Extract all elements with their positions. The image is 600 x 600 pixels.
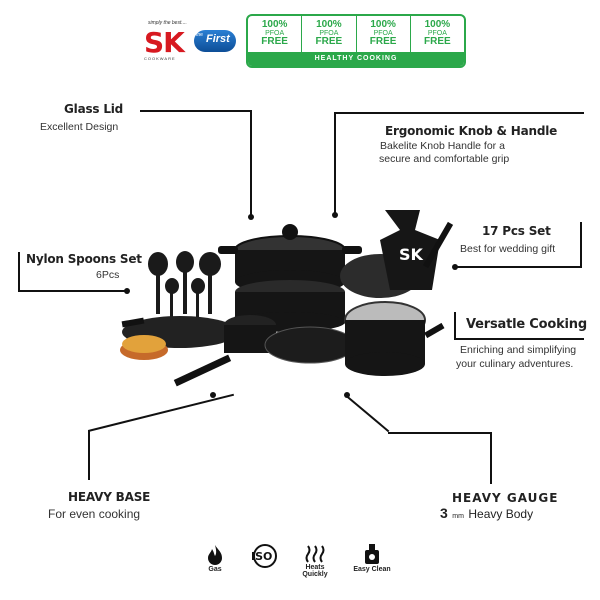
brand-logo: simply the best.... SK COOKWARE the Firs…	[140, 20, 240, 62]
pfoa-pct: 100%	[261, 19, 288, 30]
knob-line-v	[334, 112, 336, 214]
heavy-base-line-v	[88, 430, 90, 480]
brand-logo-text: SK	[144, 26, 185, 59]
badge-prefix: the	[196, 32, 203, 38]
cookware-set-image: SK	[120, 210, 454, 387]
pfoa-free-box: 100% PFOA FREE 100% PFOA FREE 100% PFOA …	[246, 14, 466, 68]
svg-text:ISO: ISO	[251, 550, 272, 563]
pfoa-free: FREE	[261, 36, 288, 47]
easy-clean-icon	[365, 544, 379, 564]
pfoa-cell: 100% PFOA FREE	[248, 16, 303, 52]
brand-sub: COOKWARE	[144, 56, 176, 61]
heats-label-1: Heats	[305, 564, 325, 571]
nylon-spoons	[148, 251, 221, 318]
pfoa-mid: PFOA	[319, 30, 339, 37]
nylon-desc: 6Pcs	[96, 269, 120, 281]
pfoa-free: FREE	[315, 36, 343, 47]
iso-feature: ISO	[246, 544, 284, 568]
versatile-desc-2: your culinary adventures.	[456, 358, 574, 370]
gas-icon	[208, 545, 222, 565]
glass-lid-dot	[248, 214, 254, 220]
knob-dot	[332, 212, 338, 218]
first-badge: the First	[194, 30, 236, 52]
glass-lid-line-h	[140, 110, 252, 112]
heavy-gauge-line-d	[346, 396, 390, 433]
pfoa-mid: PFOA	[265, 30, 285, 37]
pfoa-cell: 100% PFOA FREE	[411, 16, 464, 52]
set17-line-v	[580, 222, 582, 268]
easy-clean-label: Easy Clean	[353, 566, 391, 573]
nylon-line-v	[18, 252, 20, 292]
badge-text: First	[206, 33, 230, 45]
gas-label: Gas	[208, 566, 222, 573]
pfoa-cell: 100% PFOA FREE	[357, 16, 411, 52]
nylon-line-h	[18, 290, 126, 292]
pfoa-pct: 100%	[424, 19, 451, 30]
heavy-gauge-desc-row: 3 mm Heavy Body	[440, 505, 533, 523]
nylon-title: Nylon Spoons Set	[26, 252, 142, 266]
heavy-gauge-unit: mm	[452, 513, 464, 520]
set17-title: 17 Pcs Set	[482, 224, 551, 238]
pfoa-pct: 100%	[370, 19, 396, 30]
heavy-base-dot	[210, 392, 216, 398]
heats-quickly-feature: Heats Quickly	[298, 544, 332, 578]
iso-icon: ISO	[251, 544, 277, 568]
set17-desc: Best for wedding gift	[460, 243, 556, 255]
pfoa-free: FREE	[369, 36, 397, 47]
heavy-base-desc: For even cooking	[48, 507, 141, 521]
glass-lid-title: Glass Lid	[64, 102, 124, 116]
knob-line-h	[334, 112, 584, 114]
pfoa-pct: 100%	[316, 19, 342, 30]
heavy-gauge-dot	[344, 392, 350, 398]
pfoa-cell: 100% PFOA FREE	[302, 16, 357, 52]
healthy-cooking-bar: HEALTHY COOKING	[248, 52, 464, 66]
easy-clean-feature: Easy Clean	[352, 542, 392, 573]
pfoa-free: FREE	[424, 36, 451, 47]
glass-lid-desc: Excellent Design	[40, 121, 119, 133]
heavy-gauge-title: HEAVY GAUGE	[452, 491, 559, 505]
glass-lid-line-v	[250, 110, 252, 216]
pfoa-mid: PFOA	[373, 30, 393, 37]
nylon-dot	[124, 288, 130, 294]
heavy-gauge-line-v	[490, 432, 492, 484]
gas-feature: Gas	[200, 544, 230, 573]
pfoa-mid: PFOA	[427, 30, 447, 37]
versatile-line-h	[454, 338, 584, 340]
heats-quickly-icon	[305, 545, 325, 563]
versatile-title: Versatle Cooking	[466, 317, 587, 332]
knob-desc-1: Bakelite Knob Handle for a	[380, 140, 505, 152]
apron-logo: SK	[399, 245, 424, 264]
set17-dot	[452, 264, 458, 270]
heavy-gauge-desc: Heavy Body	[468, 507, 534, 521]
heavy-gauge-line-h	[388, 432, 492, 434]
heavy-base-title: HEAVY BASE	[68, 490, 151, 504]
heats-label-2: Quickly	[302, 571, 328, 578]
brand-tagline: simply the best....	[148, 20, 187, 26]
heavy-gauge-num: 3	[440, 505, 448, 521]
set17-line-h	[456, 266, 582, 268]
knob-desc-2: secure and comfortable grip	[379, 153, 510, 165]
versatile-desc-1: Enriching and simplifying	[460, 344, 577, 356]
knob-title: Ergonomic Knob & Handle	[385, 124, 558, 138]
versatile-line-v	[454, 312, 456, 340]
